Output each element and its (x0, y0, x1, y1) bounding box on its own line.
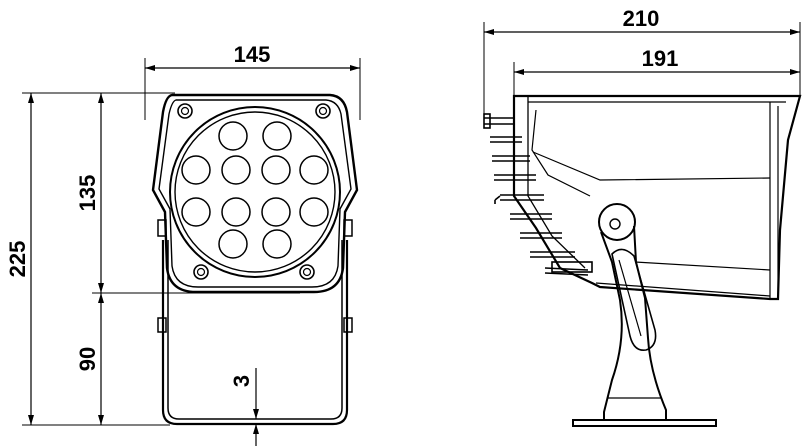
led-lens (299, 155, 329, 185)
side-dimension-lines (484, 29, 800, 75)
front-housing (151, 93, 359, 294)
dim-side-total-length: 210 (623, 6, 660, 31)
front-bracket (157, 219, 353, 426)
screw-top-right (315, 103, 331, 119)
led-lens (221, 197, 251, 227)
led-array (181, 121, 329, 259)
dim-front-width: 145 (234, 42, 271, 67)
screw-bottom-right (299, 264, 315, 280)
side-housing (512, 94, 802, 301)
side-view: 210 191 (483, 6, 802, 427)
dim-front-upper-height: 135 (75, 175, 100, 212)
front-screws (177, 103, 331, 280)
screw-top-left (177, 103, 193, 119)
led-lens (218, 121, 248, 151)
led-lens (181, 155, 211, 185)
led-lens (262, 229, 292, 259)
dim-front-total-height: 225 (5, 241, 30, 278)
dim-side-body-length: 191 (642, 46, 679, 71)
side-heatsink-fins (483, 113, 593, 276)
screw-bottom-left (193, 264, 209, 280)
led-lens (218, 229, 248, 259)
dim-front-lower-height: 90 (75, 347, 100, 371)
led-lens (221, 155, 251, 185)
led-lens (181, 197, 211, 227)
front-view: 145 225 135 90 3 (5, 42, 361, 446)
led-lens (262, 121, 292, 151)
led-lens (261, 197, 291, 227)
led-lens (261, 155, 291, 185)
side-extension-lines (483, 22, 801, 118)
side-bracket-arm (572, 203, 717, 427)
dim-bracket-thickness: 3 (229, 375, 254, 387)
front-dimension-lines (28, 65, 360, 446)
led-lens (299, 197, 329, 227)
